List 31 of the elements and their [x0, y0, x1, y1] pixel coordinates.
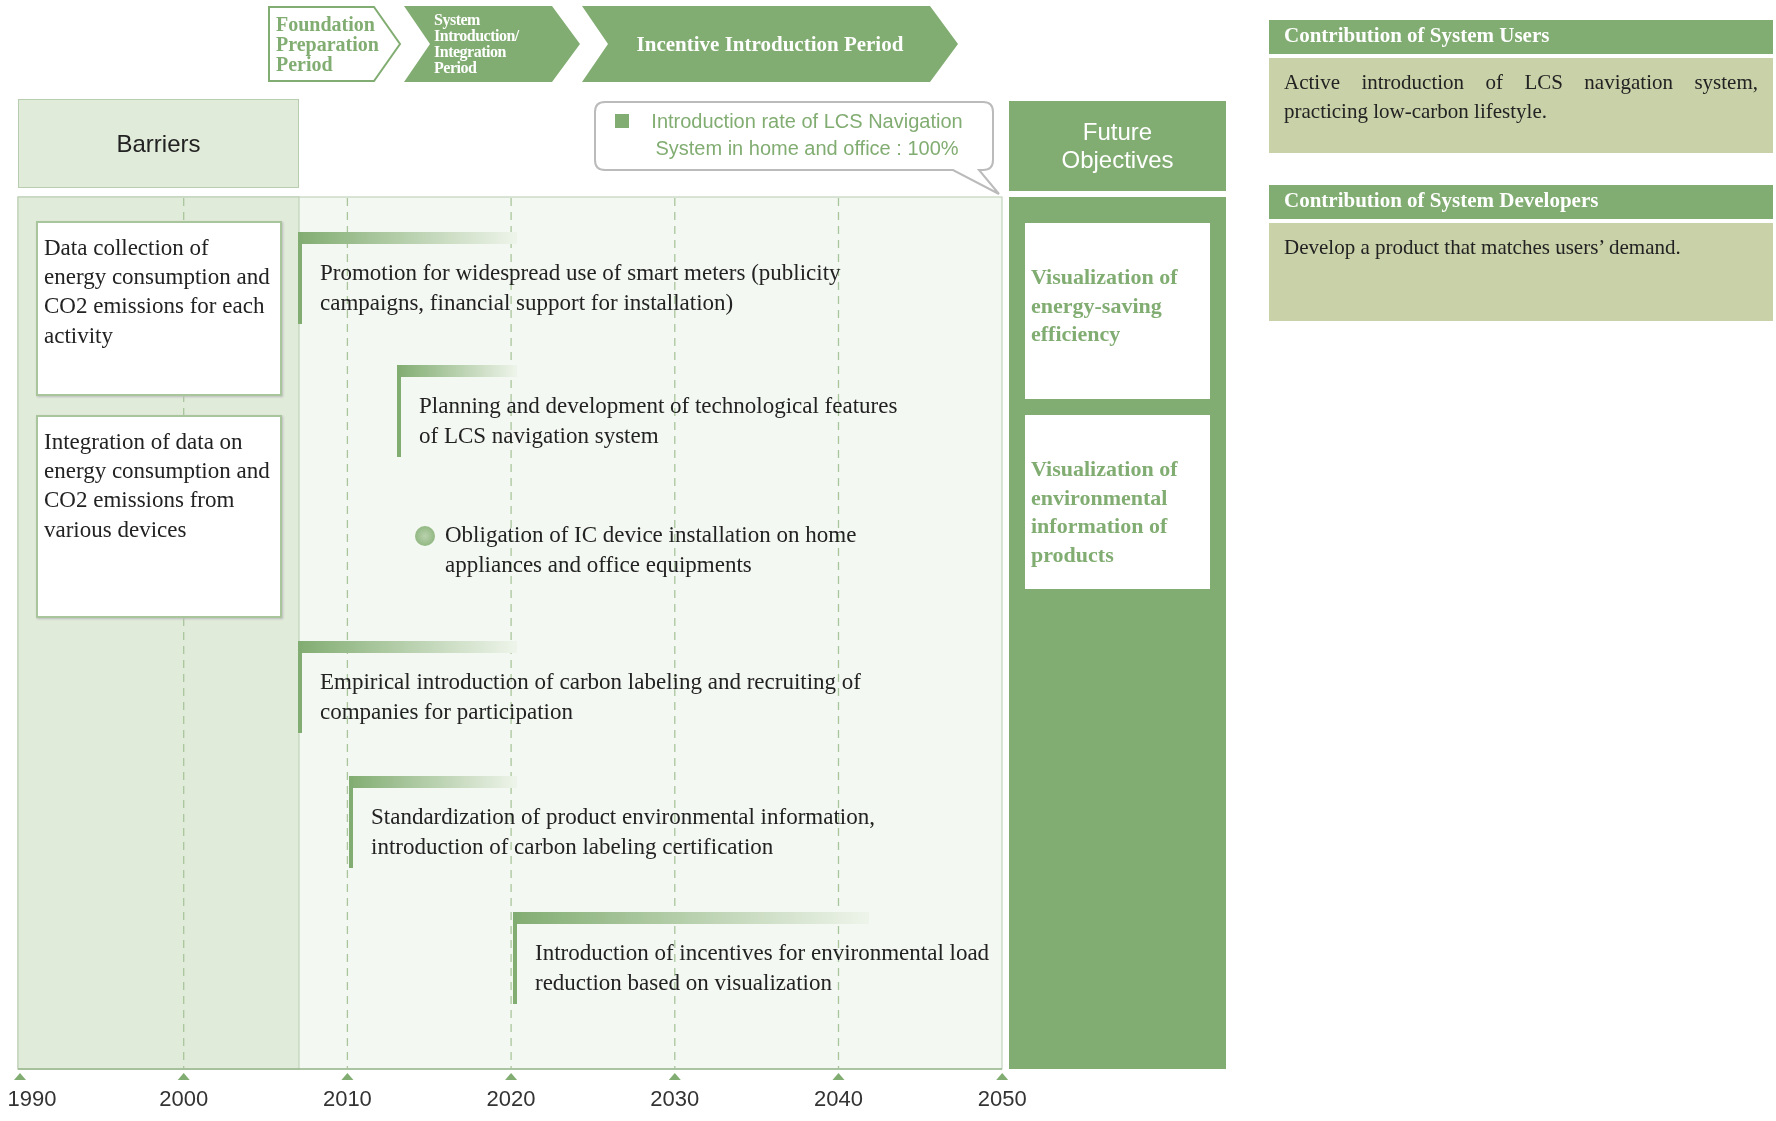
period-banner [582, 6, 958, 82]
callout-text: Introduction rate of LCS Navigation System in home and office : 100% [650, 109, 964, 161]
year-label: 2030 [649, 1086, 701, 1112]
column-header: Barriers [18, 99, 299, 188]
measure-text: Obligation of IC device installation on home appliances and office equipments [445, 521, 858, 579]
measure-text: Empirical introduction of carbon labeling and recruiting of companies for participation [320, 668, 862, 726]
column-header: Future Objectives [1009, 101, 1226, 191]
period-banner [268, 6, 402, 82]
section-body: Develop a product that matches users’ demand. [1269, 223, 1773, 321]
year-label: 2010 [321, 1086, 373, 1112]
section-header: Contribution of System Users [1269, 20, 1773, 54]
period-label: Foundation Preparation Period [276, 14, 379, 74]
year-label: 2000 [158, 1086, 210, 1112]
period-label: System Introduction/ Integration Period [434, 12, 521, 76]
section-body: Active introduction of LCS navigation system, practicing low-carbon lifestyle. [1269, 58, 1773, 153]
year-label: 2050 [976, 1086, 1028, 1112]
year-label: 2040 [813, 1086, 864, 1112]
period-label: Incentive Introduction Period [636, 33, 904, 55]
year-label: 1990 [6, 1086, 58, 1112]
year-label: 2020 [485, 1086, 537, 1112]
speech-bubble [591, 100, 1003, 196]
objective-box: Visualization of environmental information of products [1025, 415, 1210, 589]
barrier-box: Integration of data on energy consumption and CO2 emissions from various devices [36, 415, 282, 618]
measure-text: Promotion for widespread use of smart meters (publicity campaigns, financial support for installation) [320, 259, 842, 317]
measure-text: Planning and development of technological features of LCS navigation system [419, 392, 899, 450]
objective-box: Visualization of energy-saving efficiency [1025, 223, 1210, 399]
barrier-box: Data collection of energy consumption and CO2 emissions for each activity [36, 221, 282, 396]
measure-text: Introduction of incentives for environmental load reduction based on visualization [535, 939, 991, 997]
section-header: Contribution of System Developers [1269, 185, 1773, 219]
measure-text: Standardization of product environmental information, introduction of carbon labeling certification [371, 803, 876, 861]
period-banner [404, 6, 580, 82]
